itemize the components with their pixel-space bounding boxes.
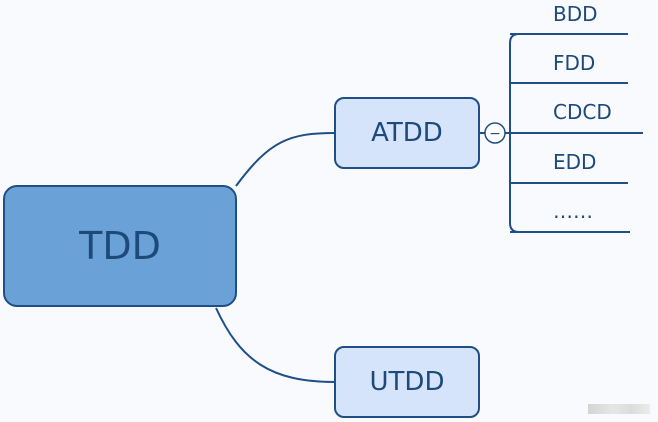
leaf-node-edd[interactable]: EDD — [553, 150, 596, 174]
leaf-label: EDD — [553, 150, 597, 174]
leaf-node-fdd[interactable]: FDD — [553, 51, 595, 75]
root-label: TDD — [79, 224, 161, 268]
leaf-node-cdcd[interactable]: CDCD — [553, 100, 612, 124]
leaf-label: FDD — [553, 51, 596, 75]
branch-label-atdd: ATDD — [371, 118, 443, 148]
collapse-minus-icon: − — [489, 126, 501, 142]
branch-node-utdd[interactable]: UTDD — [334, 346, 480, 418]
branch-node-atdd[interactable]: ATDD — [334, 97, 480, 169]
leaf-label: …… — [553, 199, 593, 223]
collapse-toggle[interactable]: − — [484, 122, 506, 144]
link-root-utdd — [215, 307, 336, 383]
leaf-label: CDCD — [553, 100, 612, 124]
leaf-node-bdd[interactable]: BDD — [553, 2, 598, 26]
blurred-watermark — [588, 404, 650, 414]
leaf-node-more[interactable]: …… — [553, 199, 593, 223]
link-root-atdd — [235, 132, 336, 187]
branch-label-utdd: UTDD — [369, 367, 445, 397]
root-node[interactable]: TDD — [3, 185, 237, 307]
leaf-label: BDD — [553, 2, 598, 26]
